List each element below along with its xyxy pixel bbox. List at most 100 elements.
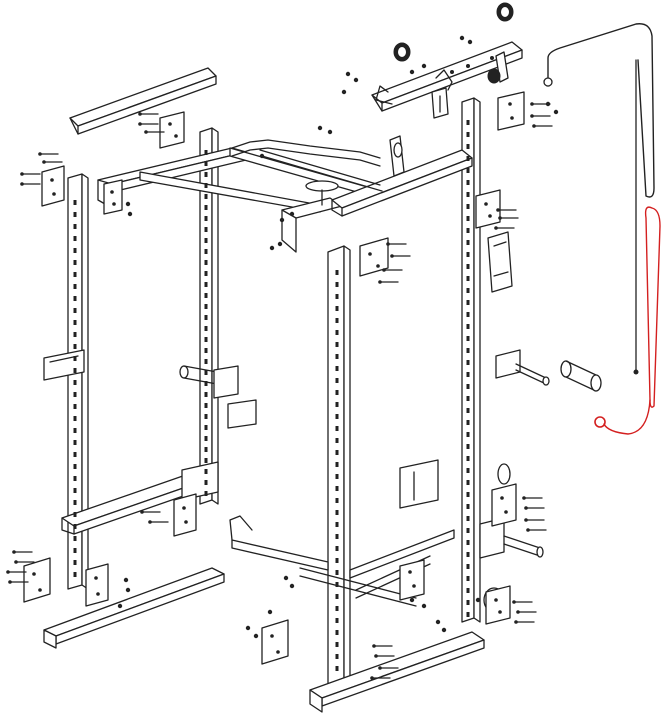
upright-hole-column <box>466 120 470 617</box>
nut <box>317 125 323 131</box>
upright-hole <box>204 293 208 298</box>
upright-hole <box>466 180 470 185</box>
upright-hole <box>204 392 208 397</box>
upright-hole <box>73 452 77 457</box>
plate-hole <box>510 116 514 120</box>
upright-right-front <box>327 245 351 685</box>
bolt-head <box>12 550 16 554</box>
upright-hole <box>335 330 339 335</box>
plate-hole <box>488 214 492 218</box>
upright-hole <box>335 582 339 587</box>
upright-hole <box>73 500 77 505</box>
bolt-head <box>6 570 10 574</box>
plate-hole <box>276 650 280 654</box>
upright-hole <box>73 548 77 553</box>
upright-hole <box>466 564 470 569</box>
upright-hole <box>335 354 339 359</box>
upright-hole <box>466 204 470 209</box>
bolt-head <box>516 610 520 614</box>
bolt-head <box>378 280 382 284</box>
bolt-head <box>370 676 374 680</box>
cable-highlighted <box>594 206 661 435</box>
gusset-plates <box>23 91 525 665</box>
bolt-head <box>140 510 144 514</box>
bolt-head <box>524 506 528 510</box>
upright-hole <box>204 447 208 452</box>
bolt-head <box>494 226 498 230</box>
nut <box>553 109 559 115</box>
upright-hole <box>335 426 339 431</box>
weight-horn-right <box>495 349 550 386</box>
upright-hole <box>73 536 77 541</box>
nut <box>125 201 131 207</box>
cable-upper <box>543 23 655 375</box>
bolt-head <box>496 208 500 212</box>
upright-hole <box>73 428 77 433</box>
nut <box>289 211 295 217</box>
upright-hole <box>466 336 470 341</box>
bolt-head <box>144 130 148 134</box>
plate-hole <box>508 102 512 106</box>
upright-hole <box>335 666 339 671</box>
upright-hole <box>335 654 339 659</box>
upright-hole <box>466 156 470 161</box>
upright-hole <box>204 337 208 342</box>
upright-hole <box>73 344 77 349</box>
upright-hole <box>335 498 339 503</box>
upright-hole <box>466 132 470 137</box>
upright-hole <box>466 228 470 233</box>
bolt-head <box>526 528 530 532</box>
nut <box>421 603 427 609</box>
nut <box>283 575 289 581</box>
plate-hole <box>182 506 186 510</box>
upright-hole <box>335 270 339 275</box>
plate-hole <box>500 496 504 500</box>
plate-hole <box>50 178 54 182</box>
bolt-head <box>530 114 534 118</box>
plate-hole <box>38 588 42 592</box>
weight-horn-lower-right <box>479 517 544 559</box>
upright-hole <box>73 476 77 481</box>
upright-hole <box>73 512 77 517</box>
bolt-head <box>514 620 518 624</box>
upright-hole <box>466 504 470 509</box>
upright-hole <box>204 348 208 353</box>
upright-hole-column <box>204 150 208 496</box>
upright-hole <box>335 282 339 287</box>
upright-hole <box>466 384 470 389</box>
nut <box>259 153 265 159</box>
bolt-head <box>42 160 46 164</box>
bar-holder-middle <box>179 365 257 429</box>
bolt-head <box>382 268 386 272</box>
upright-hole <box>73 284 77 289</box>
bolt-head <box>138 112 142 116</box>
nut <box>341 89 347 95</box>
upright-hole <box>73 260 77 265</box>
upright-hole <box>73 320 77 325</box>
pulley-wheel-small <box>487 68 501 84</box>
upright-hole <box>73 392 77 397</box>
upright-hole <box>335 438 339 443</box>
upright-hole <box>204 304 208 309</box>
upright-hole <box>204 260 208 265</box>
bolt-head <box>530 102 534 106</box>
upright-hole <box>73 236 77 241</box>
upright-hole <box>466 588 470 593</box>
plate-hole <box>96 592 100 596</box>
nut <box>475 597 481 603</box>
nut <box>409 597 415 603</box>
plate-hole <box>494 598 498 602</box>
nut-washer-sets <box>117 35 559 639</box>
nut <box>467 39 473 45</box>
upright-hole <box>466 360 470 365</box>
bolt-head <box>20 182 24 186</box>
upright-hole <box>204 491 208 496</box>
bolt-head <box>512 600 516 604</box>
plate-hole <box>184 520 188 524</box>
bolt-head <box>8 580 12 584</box>
upright-hole <box>204 425 208 430</box>
nut <box>327 129 333 135</box>
bolt-head <box>390 254 394 258</box>
upright-hole <box>335 294 339 299</box>
upright-hole <box>73 248 77 253</box>
